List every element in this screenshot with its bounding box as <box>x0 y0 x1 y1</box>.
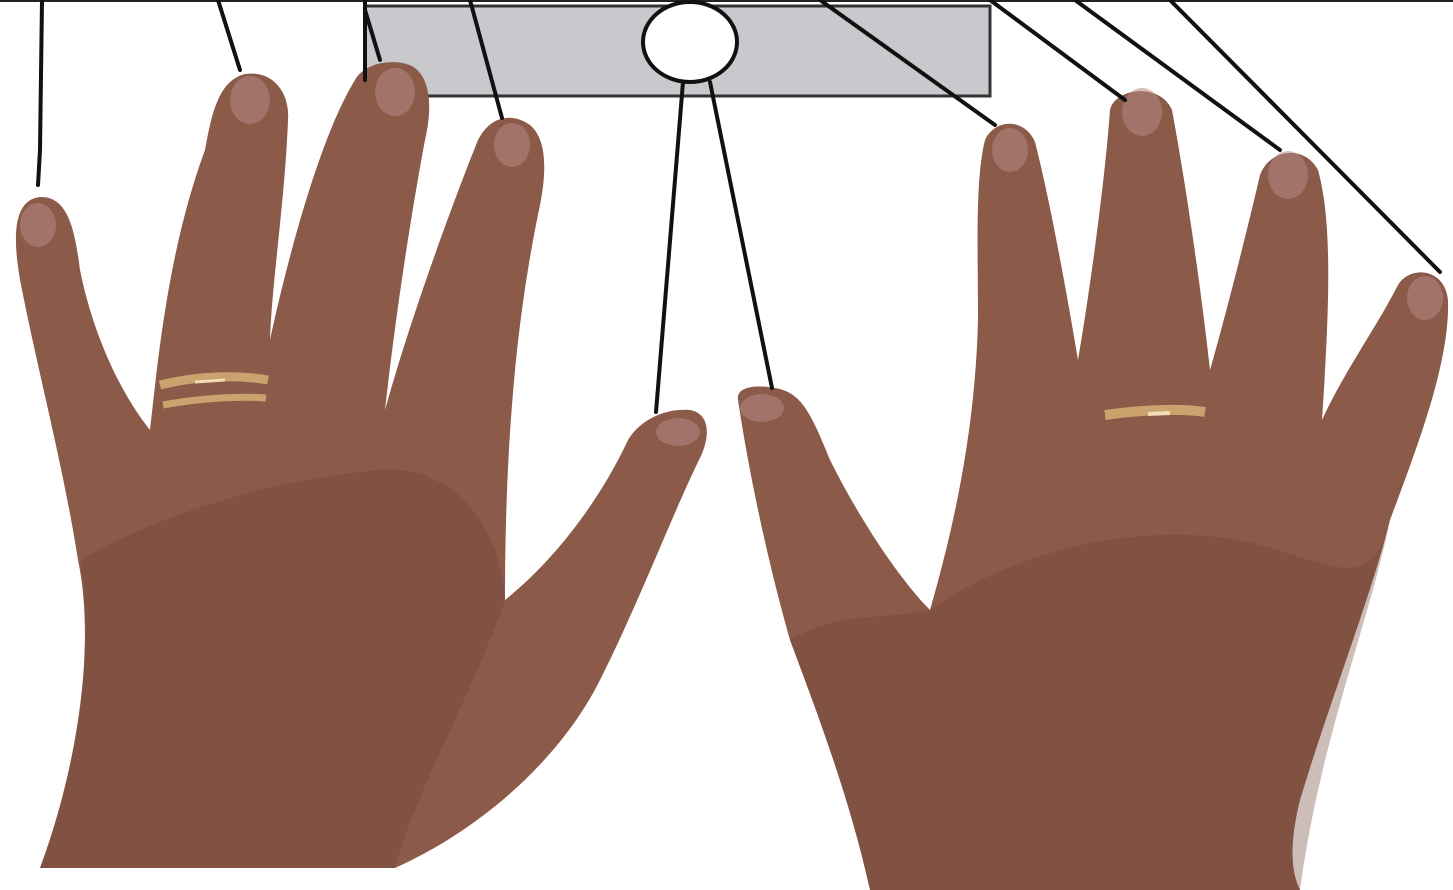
leader-line-right-thumb <box>710 82 772 388</box>
left-thumb-nail <box>656 418 700 446</box>
right-ring-nail <box>1268 151 1308 199</box>
right-hand <box>738 88 1448 890</box>
right-index-nail <box>992 128 1028 172</box>
right-middle-nail <box>1122 88 1162 136</box>
home-key-circle <box>643 2 737 82</box>
left-pinky-nail <box>20 203 56 247</box>
leader-line-right-ring <box>1075 0 1280 150</box>
left-middle-nail <box>375 68 415 116</box>
left-hand <box>16 62 707 868</box>
right-ring-jewelry <box>1105 410 1205 415</box>
left-ring-nail <box>230 76 270 124</box>
leader-line-left-pinky <box>38 0 42 185</box>
leader-line-left-thumb <box>656 82 683 412</box>
leader-line-right-middle <box>990 0 1125 100</box>
right-thumb-nail <box>740 394 784 422</box>
left-index-nail <box>494 123 530 167</box>
leader-line-left-ring <box>218 0 240 70</box>
right-pinky-nail <box>1407 276 1443 320</box>
